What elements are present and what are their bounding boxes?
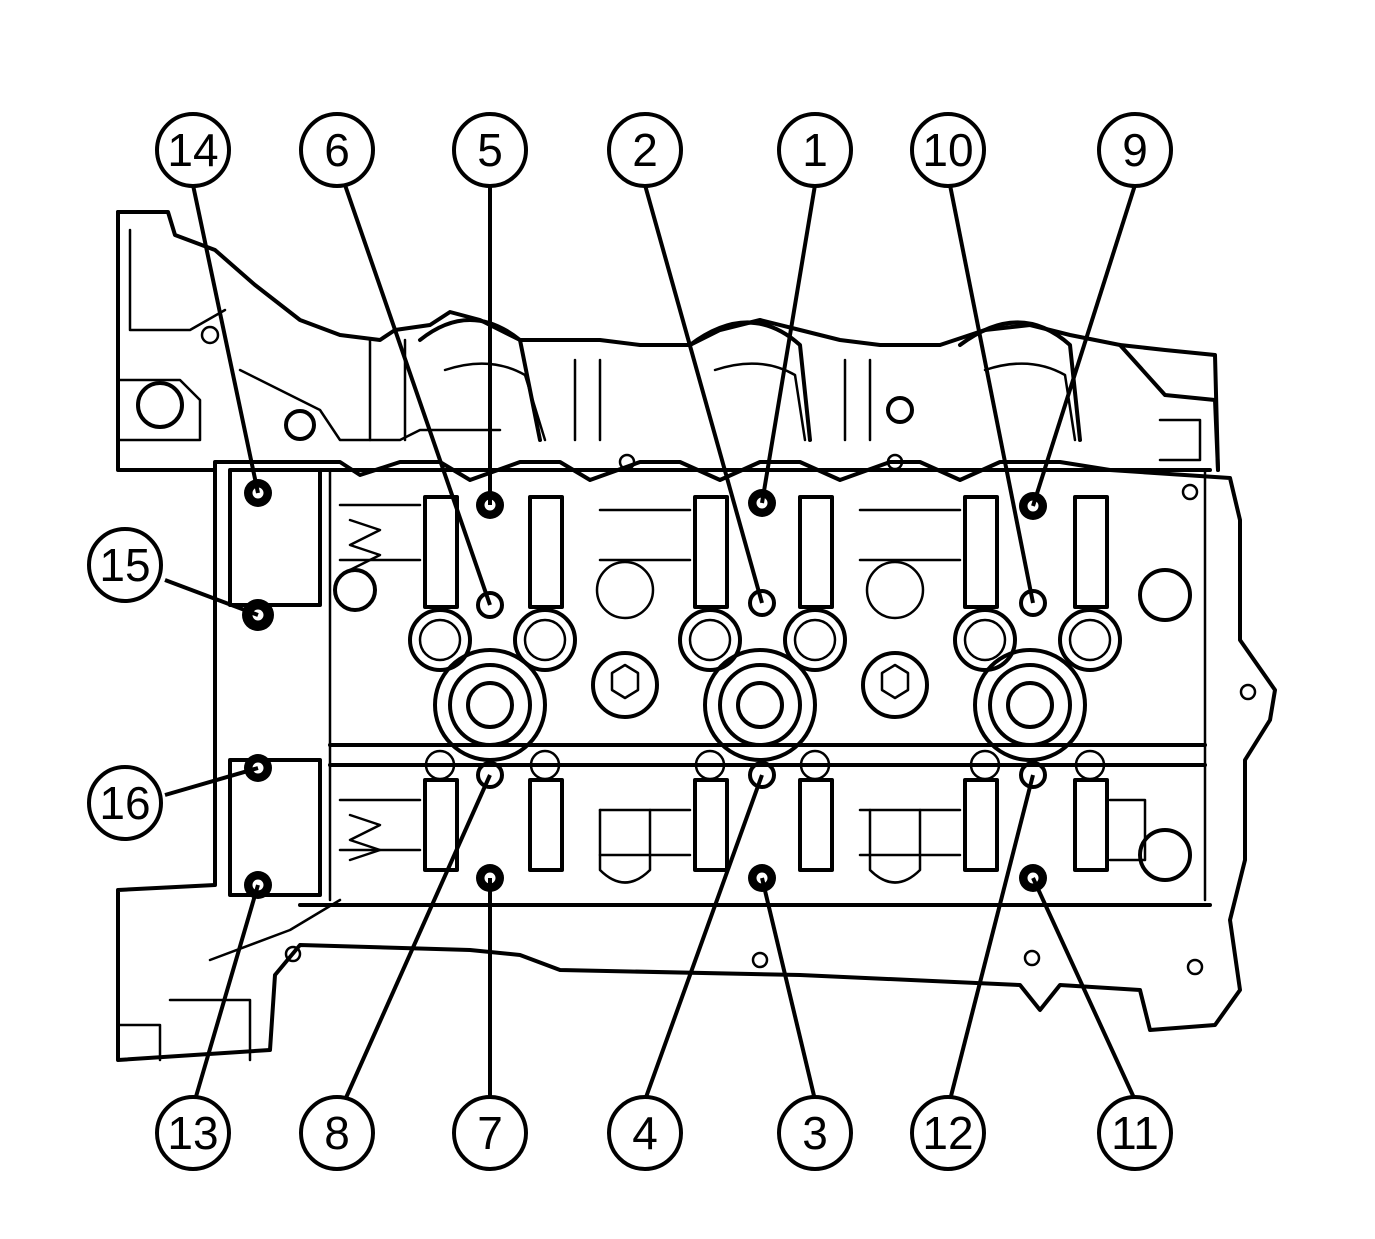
callout-label: 6 xyxy=(324,124,350,176)
leader-lines xyxy=(164,184,1137,1101)
callout-label: 2 xyxy=(632,124,658,176)
callout-label: 4 xyxy=(632,1107,658,1159)
callout-13: 13 xyxy=(155,1095,231,1171)
callout-label: 5 xyxy=(477,124,503,176)
callout-label: 12 xyxy=(922,1107,973,1159)
callout-label: 14 xyxy=(167,124,218,176)
callout-8: 8 xyxy=(299,1095,375,1171)
callout-12: 12 xyxy=(910,1095,986,1171)
callout-label: 15 xyxy=(99,539,150,591)
callout-label: 10 xyxy=(922,124,973,176)
callout-3: 3 xyxy=(777,1095,853,1171)
cylinder-head-drawing xyxy=(116,210,1277,1062)
callout-7: 7 xyxy=(452,1095,528,1171)
callout-4: 4 xyxy=(607,1095,683,1171)
callout-label: 7 xyxy=(477,1107,503,1159)
callout-5: 5 xyxy=(452,112,528,188)
callout-label: 8 xyxy=(324,1107,350,1159)
callout-label: 16 xyxy=(99,777,150,829)
callout-2: 2 xyxy=(607,112,683,188)
callout-1: 1 xyxy=(777,112,853,188)
callout-11: 11 xyxy=(1097,1095,1173,1171)
callout-label: 9 xyxy=(1122,124,1148,176)
callout-label: 11 xyxy=(1111,1107,1159,1159)
callout-6: 6 xyxy=(299,112,375,188)
callout-label: 1 xyxy=(802,124,828,176)
callout-9: 9 xyxy=(1097,112,1173,188)
callout-10: 10 xyxy=(910,112,986,188)
callout-16: 16 xyxy=(87,765,163,841)
callout-label: 13 xyxy=(167,1107,218,1159)
callout-15: 15 xyxy=(87,527,163,603)
callout-14: 14 xyxy=(155,112,231,188)
callout-label: 3 xyxy=(802,1107,828,1159)
